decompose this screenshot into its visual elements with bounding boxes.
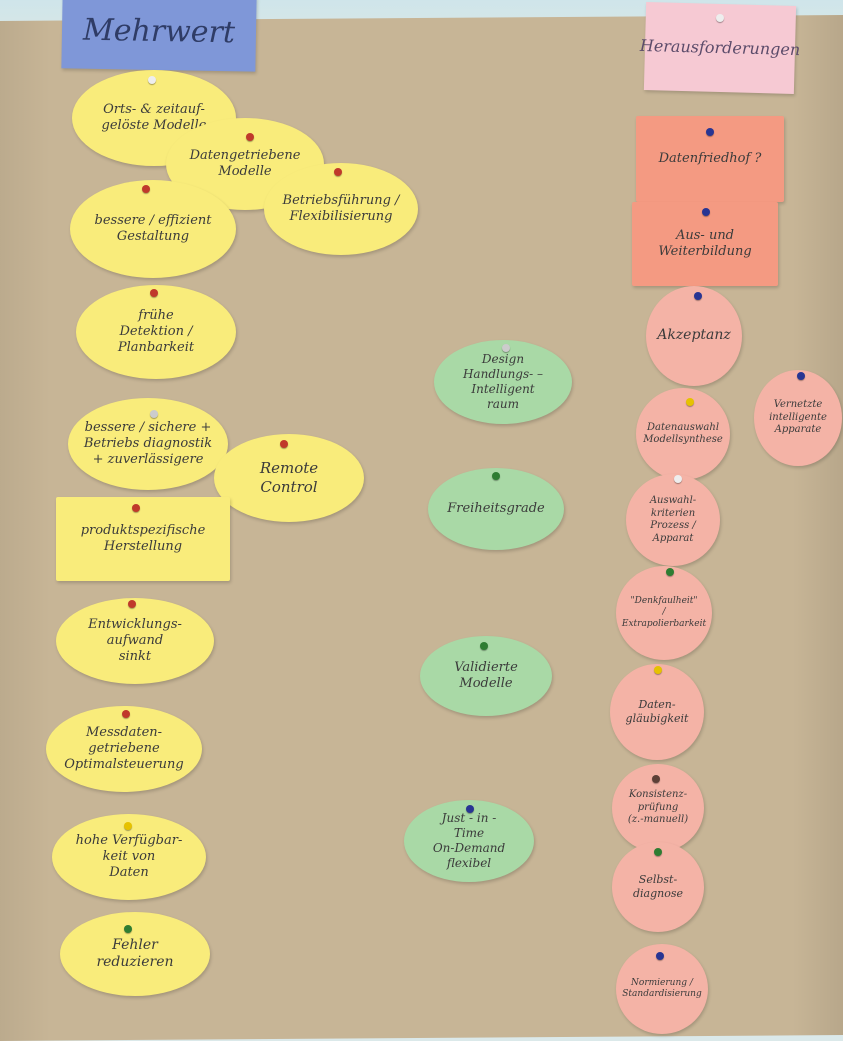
note-card: Validierte Modelle (420, 636, 552, 716)
note-card: Orts- & zeitauf- gelöste Modelle (72, 70, 236, 166)
pin-icon (480, 642, 488, 650)
pin-icon (122, 710, 130, 718)
note-card: Entwicklungs- aufwand sinkt (56, 598, 214, 684)
pin-icon (797, 372, 805, 380)
pin-icon (674, 475, 682, 483)
pin-icon (124, 822, 132, 830)
note-card: Auswahl- kriterien Prozess / Apparat (626, 474, 720, 566)
pin-icon (716, 14, 724, 22)
pin-icon (702, 208, 710, 216)
pin-icon (654, 848, 662, 856)
pin-icon (666, 568, 674, 576)
note-card: bessere / sichere + Betriebs diagnostik … (68, 398, 228, 490)
note-card: Freiheitsgrade (428, 468, 564, 550)
pin-icon (142, 185, 150, 193)
pin-icon (466, 805, 474, 813)
note-card: Just - in - Time On-Demand flexibel (404, 800, 534, 882)
note-card: Selbst- diagnose (612, 842, 704, 932)
note-card: frühe Detektion / Planbarkeit (76, 285, 236, 379)
note-card: bessere / effizient Gestaltung (70, 180, 236, 278)
note-card: Aus- und Weiterbildung (632, 202, 778, 286)
pin-icon (656, 952, 664, 960)
pin-icon (652, 775, 660, 783)
note-card: Akzeptanz (646, 286, 742, 386)
pin-icon (334, 168, 342, 176)
pin-icon (124, 925, 132, 933)
pin-icon (706, 128, 714, 136)
pin-icon (148, 76, 156, 84)
note-card: Datenauswahl Modellsynthese (636, 388, 730, 480)
pin-icon (654, 666, 662, 674)
pin-icon (686, 398, 694, 406)
pin-icon (150, 289, 158, 297)
pin-icon (502, 344, 510, 352)
note-card: Fehler reduzieren (60, 912, 210, 996)
note-card: Datenfriedhof ? (636, 116, 784, 202)
pin-icon (280, 440, 288, 448)
pin-icon (132, 504, 140, 512)
header-card-left: Mehrwert (61, 0, 257, 72)
pin-icon (128, 600, 136, 608)
pin-icon (492, 472, 500, 480)
pin-icon (694, 292, 702, 300)
note-card: produktspezifische Herstellung (56, 497, 230, 581)
note-card: Messdaten- getriebene Optimalsteuerung (46, 706, 202, 792)
pin-icon (150, 410, 158, 418)
note-card: Betriebsführung / Flexibilisierung (264, 163, 418, 255)
note-card: Design Handlungs- – Intelligent raum (434, 340, 572, 424)
note-card: Daten- gläubigkeit (610, 664, 704, 760)
note-card: Vernetzte intelligente Apparate (754, 370, 842, 466)
note-card: Remote Control (214, 434, 364, 522)
note-card: "Denkfaulheit" / Extrapolierbarkeit (616, 566, 712, 660)
pin-icon (246, 133, 254, 141)
